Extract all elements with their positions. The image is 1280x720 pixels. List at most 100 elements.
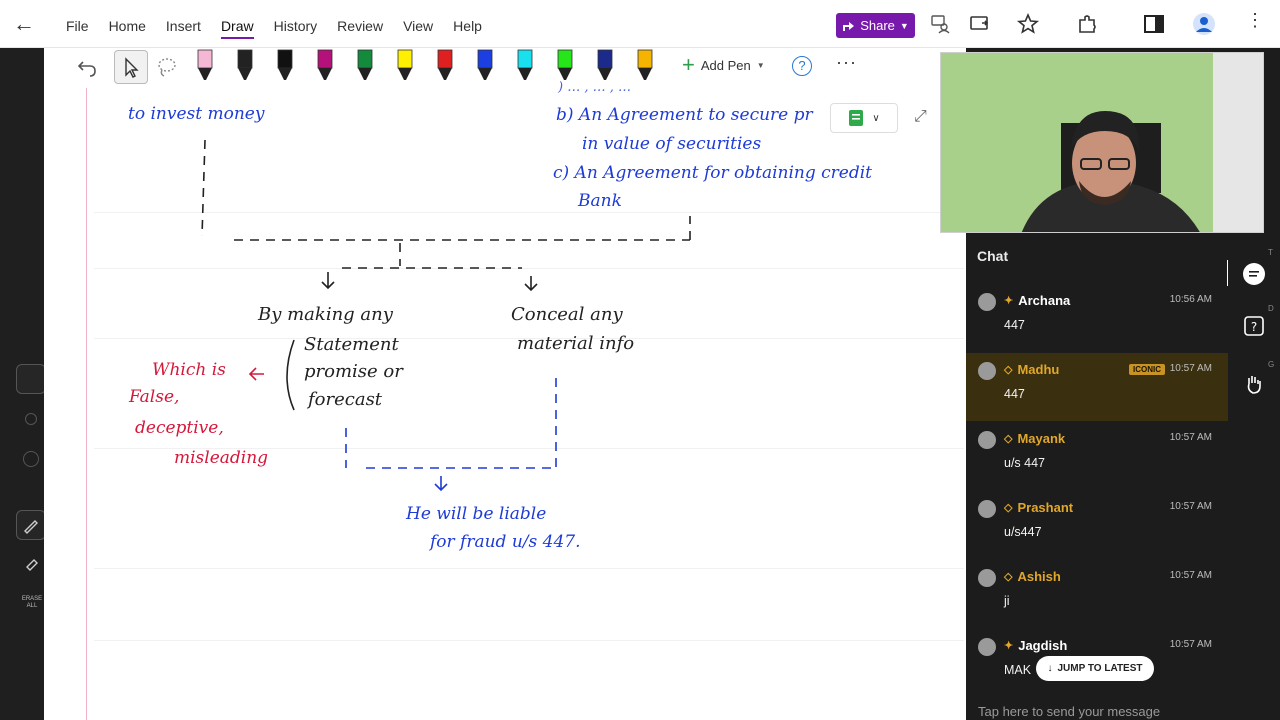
highlighter-yellow-icon[interactable] bbox=[396, 48, 414, 82]
note-cut-top: ) … , … , … bbox=[558, 80, 631, 95]
notebook-canvas[interactable]: + Add Pen ▼ ? ··· ∨ to invest money ) … … bbox=[44, 48, 966, 720]
extensions-icon[interactable] bbox=[1075, 12, 1099, 36]
jump-to-latest-button[interactable]: ↓ JUMP TO LATEST bbox=[1036, 656, 1154, 681]
menu-review[interactable]: Review bbox=[337, 18, 384, 34]
left-tool-circle-1[interactable] bbox=[16, 364, 46, 394]
left-tool-circle-3[interactable] bbox=[23, 451, 39, 467]
chat-message-text: ji bbox=[1004, 594, 1010, 608]
note-liable-1: He will be liable bbox=[406, 504, 547, 524]
menu-draw[interactable]: Draw bbox=[211, 0, 264, 48]
menu-home[interactable]: Home bbox=[108, 18, 146, 34]
sidebar-icon[interactable] bbox=[1142, 12, 1166, 36]
pen-blue-icon[interactable] bbox=[476, 48, 494, 82]
more-options-icon[interactable]: ··· bbox=[836, 52, 857, 72]
chat-timestamp: 10:57 AM bbox=[1169, 639, 1212, 650]
chat-timestamp: 10:57 AM bbox=[1169, 432, 1212, 443]
install-app-icon[interactable] bbox=[968, 12, 992, 36]
note-c-item-2: Bank bbox=[578, 191, 622, 211]
raise-hand-icon[interactable] bbox=[1242, 372, 1266, 396]
menu-help[interactable]: Help bbox=[453, 18, 482, 34]
menu-insert[interactable]: Insert bbox=[165, 18, 201, 34]
note-tag-widget[interactable]: ∨ bbox=[830, 103, 898, 133]
pen-magenta-icon[interactable] bbox=[316, 48, 334, 82]
chat-timestamp: 10:57 AM bbox=[1169, 363, 1212, 374]
side-letter-t: T bbox=[1268, 248, 1273, 257]
note-icon bbox=[849, 110, 864, 126]
top-menu-bar: ← File Home Insert Draw History Review V… bbox=[0, 0, 1280, 48]
help-icon[interactable]: ? bbox=[792, 56, 812, 76]
left-tool-circle-2[interactable] bbox=[25, 413, 37, 425]
pen-black-2-icon[interactable] bbox=[276, 48, 294, 82]
chat-side-rail: T ? D G bbox=[1228, 248, 1280, 720]
star-icon: ✦ bbox=[1004, 295, 1014, 307]
side-letter-g: G bbox=[1268, 360, 1275, 369]
pen-red-icon[interactable] bbox=[436, 48, 454, 82]
presenter-icon[interactable] bbox=[930, 14, 950, 34]
pen-black-1-icon[interactable] bbox=[236, 48, 254, 82]
note-conceal-1: Conceal any bbox=[511, 304, 623, 325]
pen-green-icon[interactable] bbox=[356, 48, 374, 82]
share-button[interactable]: Share ▼ bbox=[836, 13, 915, 38]
menu-history[interactable]: History bbox=[273, 18, 318, 34]
profile-icon[interactable] bbox=[1192, 12, 1216, 36]
chat-username: ◇Ashish bbox=[1004, 569, 1061, 584]
chat-message-input[interactable]: Tap here to send your message bbox=[978, 704, 1161, 719]
menu-view[interactable]: View bbox=[403, 18, 434, 34]
share-label: Share bbox=[860, 18, 895, 33]
chat-username: ◇Prashant bbox=[1004, 500, 1073, 515]
note-to-invest: to invest money bbox=[128, 104, 265, 124]
rule-line bbox=[94, 338, 964, 339]
chat-bubble-icon[interactable] bbox=[1242, 262, 1266, 286]
chat-username-label: Jagdish bbox=[1018, 638, 1068, 653]
note-b-item-1: b) An Agreement to secure pr bbox=[556, 105, 813, 125]
chevron-down-icon: ▼ bbox=[899, 20, 909, 31]
erase-all-label[interactable]: ERASE ALL bbox=[21, 596, 43, 609]
iconic-badge: ICONIC bbox=[1129, 364, 1165, 375]
pen-icon bbox=[24, 520, 38, 534]
arrow-down-icon: ↓ bbox=[1047, 663, 1053, 674]
add-pen-button[interactable]: + Add Pen ▼ bbox=[682, 52, 765, 77]
ribbon-menu: File Home Insert Draw History Review Vie… bbox=[56, 0, 492, 48]
chat-message-text: 447 bbox=[1004, 387, 1025, 401]
select-tool-button[interactable] bbox=[114, 50, 148, 84]
avatar bbox=[978, 362, 996, 380]
undo-icon[interactable] bbox=[76, 56, 98, 78]
diamond-icon: ◇ bbox=[1004, 433, 1013, 445]
highlighter-green-icon[interactable] bbox=[556, 48, 574, 82]
chat-timestamp: 10:57 AM bbox=[1169, 501, 1212, 512]
menu-file[interactable]: File bbox=[66, 18, 89, 34]
pen-yellow-icon[interactable] bbox=[636, 48, 654, 82]
pens-toolbar: + Add Pen ▼ ? ··· ∨ bbox=[54, 48, 954, 88]
chat-username: ◇Mayank bbox=[1004, 431, 1065, 446]
chat-username: ✦Archana bbox=[1004, 293, 1070, 308]
chat-username-label: Ashish bbox=[1017, 569, 1061, 584]
star-icon[interactable] bbox=[1016, 12, 1040, 36]
note-false: False, bbox=[129, 387, 180, 407]
left-tool-strip: ERASE ALL bbox=[0, 48, 46, 720]
chevron-down-icon: ∨ bbox=[872, 112, 880, 124]
pen-pink-icon[interactable] bbox=[196, 48, 214, 82]
avatar bbox=[978, 638, 996, 656]
note-b-item-2: in value of securities bbox=[582, 134, 762, 154]
note-deceptive: deceptive, bbox=[135, 418, 224, 438]
chat-username: ✦ Jagdish bbox=[1004, 638, 1067, 653]
star-icon: ✦ bbox=[1004, 640, 1014, 652]
plus-icon: + bbox=[682, 52, 695, 77]
highlighter-cyan-icon[interactable] bbox=[516, 48, 534, 82]
presenter-figure bbox=[941, 53, 1263, 232]
question-icon[interactable]: ? bbox=[1242, 314, 1266, 338]
pen-navy-icon[interactable] bbox=[596, 48, 614, 82]
eraser-icon[interactable] bbox=[24, 556, 40, 572]
flowchart-lines bbox=[201, 139, 691, 492]
chat-timestamp: 10:57 AM bbox=[1169, 570, 1212, 581]
lasso-icon[interactable] bbox=[156, 56, 178, 78]
more-vert-icon[interactable]: ⋮ bbox=[1246, 10, 1264, 30]
back-arrow-icon[interactable]: ← bbox=[13, 11, 35, 36]
pen-tool-button[interactable] bbox=[16, 510, 46, 540]
note-misleading: misleading bbox=[174, 448, 269, 468]
avatar bbox=[978, 569, 996, 587]
expand-icon[interactable]: ⤢ bbox=[914, 108, 927, 125]
